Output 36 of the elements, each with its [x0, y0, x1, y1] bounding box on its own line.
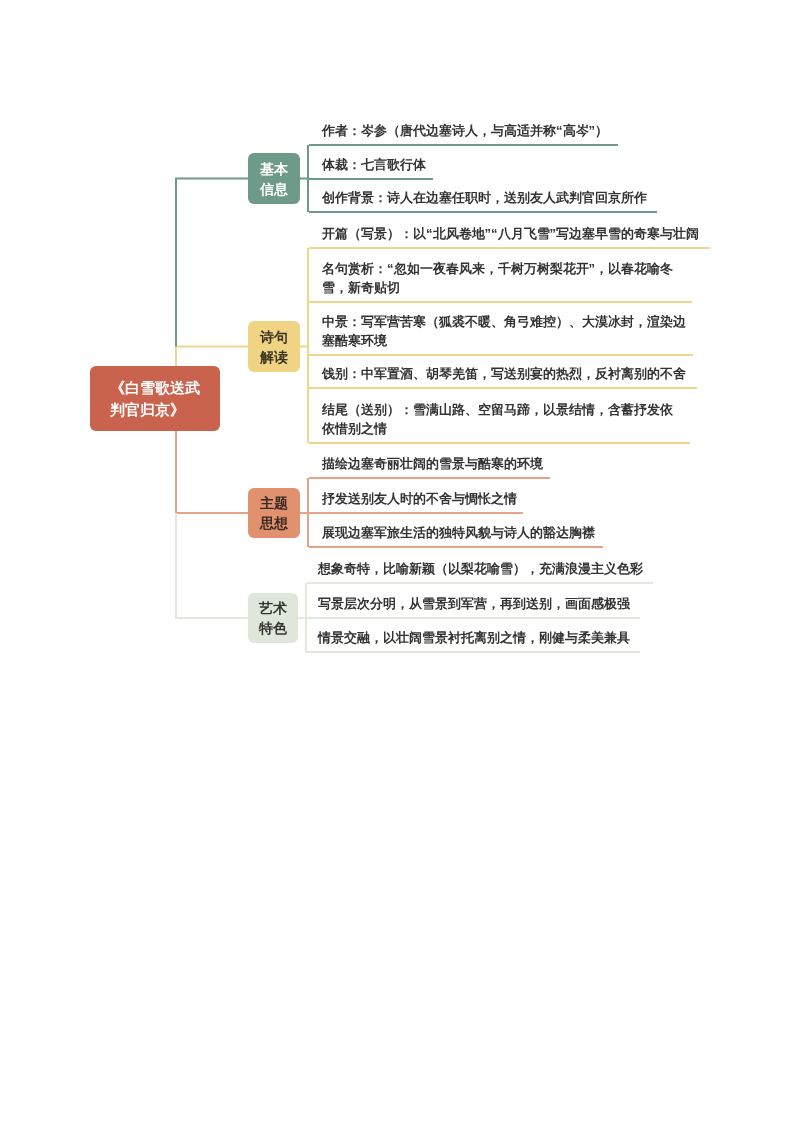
underlined-item: 描绘边塞奇丽壮阔的雪景与酷寒的环境	[309, 454, 550, 479]
connector-line	[175, 177, 249, 348]
connector-line	[307, 301, 309, 348]
branch-topic-box: 主题思想	[248, 488, 300, 538]
underlined-item: 名句赏析：“忽如一夜春风来，千树万树梨花开”，以春花喻冬雪，新奇贴切	[309, 259, 692, 303]
connector-line	[305, 582, 307, 619]
underlined-item: 中景：写军营苦寒（狐裘不暖、角弓难控）、大漠冰封，渲染边塞酷寒环境	[309, 312, 693, 356]
connector-line	[307, 144, 309, 180]
underlined-item: 开篇（写景）：以“北风卷地”“八月飞雪”写边塞早雪的奇寒与壮阔	[309, 224, 710, 249]
connector-line	[175, 512, 249, 619]
connector-line	[176, 345, 249, 348]
connector-line	[307, 247, 309, 303]
underlined-item: 创作背景：诗人在边塞任职时，送别友人武判官回京所作	[309, 188, 657, 213]
connector-line	[175, 430, 177, 514]
connector-line	[176, 512, 249, 514]
branch-topic-box: 诗句解读	[248, 321, 300, 372]
underlined-item: 结尾（送别）：雪满山路、空留马蹄，以景结情，含蓄抒发依依惜别之情	[309, 400, 690, 444]
connector-line	[307, 354, 309, 389]
connector-line	[307, 477, 309, 514]
connector-line	[307, 345, 309, 356]
underlined-item: 体裁：七言歌行体	[309, 155, 433, 180]
underlined-item: 饯别：中军置酒、胡琴羌笛，写送别宴的热烈，反衬离别的不舍	[309, 364, 697, 389]
underlined-item: 抒发送别友人时的不舍与惆怅之情	[309, 489, 523, 514]
underlined-item: 展现边塞军旅生活的独特风貌与诗人的豁达胸襟	[309, 523, 603, 548]
connector-line	[307, 387, 309, 444]
connector-line	[305, 617, 307, 653]
root-topic-box: 《白雪歌送武判官归京》	[90, 366, 220, 431]
connector-line	[307, 512, 309, 548]
branch-topic-box: 艺术特色	[248, 593, 298, 643]
underlined-item: 作者：岑参（唐代边塞诗人，与高适并称“高岑”）	[309, 121, 618, 146]
connector-line	[307, 177, 309, 213]
underlined-item: 想象奇特，比喻新颖（以梨花喻雪），充满浪漫主义色彩	[307, 559, 653, 584]
underlined-item: 情景交融，以壮阔雪景衬托离别之情，刚健与柔美兼具	[307, 628, 640, 653]
connector-line	[175, 345, 177, 367]
branch-topic-box: 基本信息	[248, 153, 300, 204]
underlined-item: 写景层次分明，从雪景到军营，再到送别，画面感极强	[307, 594, 640, 619]
